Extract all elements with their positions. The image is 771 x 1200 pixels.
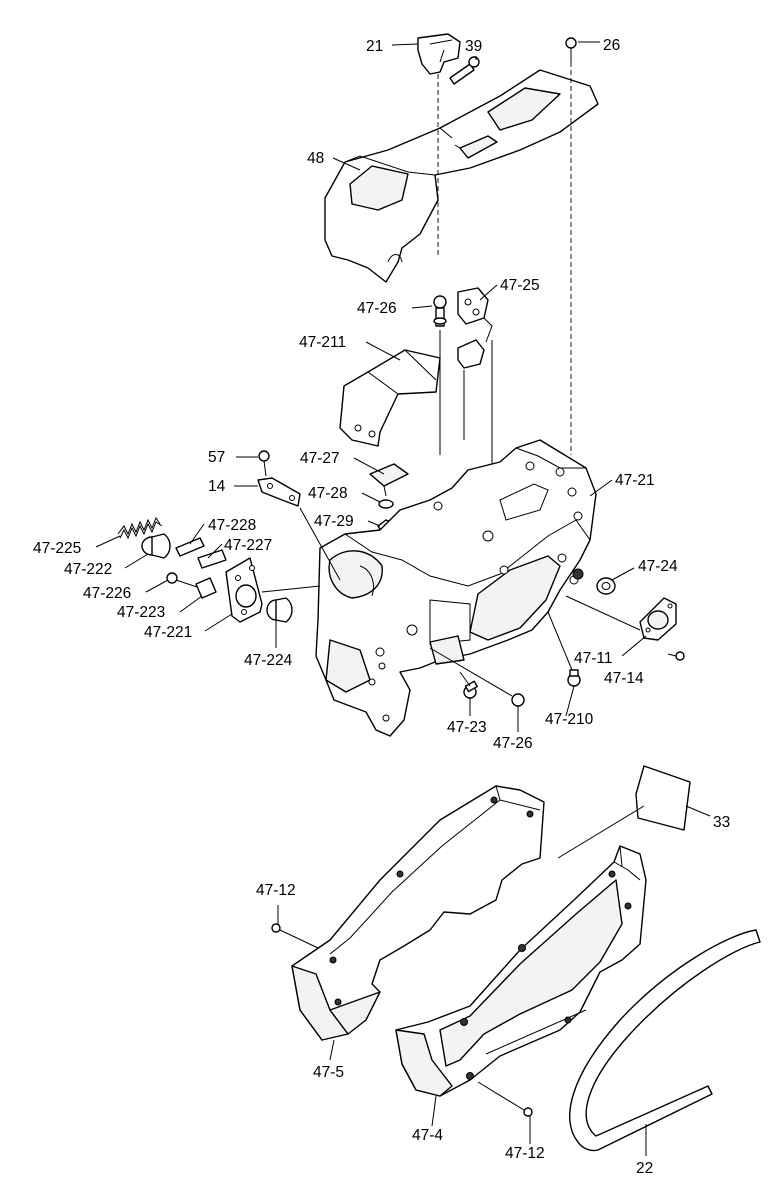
label-47-223: 47-223 [117, 604, 165, 621]
leader-lines [95, 41, 711, 1156]
part-47-4-side-panel [395, 845, 647, 1097]
part-47-23-bolt [459, 671, 478, 699]
label-33: 33 [713, 814, 730, 831]
label-47-26: 47-26 [357, 300, 397, 317]
label-47-14: 47-14 [604, 670, 644, 687]
label-47-29: 47-29 [314, 513, 354, 530]
label-47-24: 47-24 [638, 558, 678, 575]
part-48-console-cover [324, 69, 599, 283]
part-39-screw [449, 56, 480, 85]
label-47-211: 47-211 [299, 334, 346, 351]
part-47-11-cap [639, 597, 677, 641]
part-57-screw [258, 450, 270, 477]
part-47-28-washer [378, 499, 394, 509]
label-48: 48 [307, 150, 324, 167]
label-47-21: 47-21 [615, 472, 655, 489]
part-47-27-pad [369, 463, 409, 497]
part-47-14-screw [667, 651, 685, 661]
label-47-224: 47-224 [244, 652, 293, 669]
part-47-227-clip [197, 549, 227, 569]
label-47-5: 47-5 [313, 1064, 344, 1081]
part-47-228-pin [175, 537, 205, 557]
part-47-223-collar [195, 577, 217, 599]
label-47-227: 47-227 [224, 537, 272, 554]
part-47-226-bolt [166, 572, 201, 589]
part-47-12-screw-upper [271, 923, 319, 949]
part-47-221-plate [225, 557, 263, 623]
label-14: 14 [208, 478, 226, 495]
label-47-28: 47-28 [308, 485, 348, 502]
label-57: 57 [208, 449, 225, 466]
label-22: 22 [636, 1160, 653, 1177]
label-47-226: 47-226 [83, 585, 131, 602]
label-47-12: 47-12 [505, 1145, 545, 1162]
part-14-plate [257, 477, 301, 507]
part-47-224-roller [266, 597, 293, 623]
part-47-24-grommet [596, 577, 616, 595]
label-47-26: 47-26 [493, 735, 533, 752]
part-33-sheet [557, 765, 691, 859]
part-47-26-bolt-upper [433, 295, 447, 327]
part-47-222-bushing [141, 533, 171, 559]
label-47-11: 47-11 [574, 650, 613, 667]
part-labels: 21 39 26 48 47-25 47-26 47-211 57 47-27 … [33, 37, 730, 1177]
part-47-21-main-frame [315, 439, 597, 737]
part-47-26-bolt-lower [429, 647, 525, 707]
label-21: 21 [366, 38, 383, 55]
label-47-221: 47-221 [144, 624, 192, 641]
part-47-211-bracket [339, 349, 441, 447]
label-47-4: 47-4 [412, 1127, 443, 1144]
label-47-23: 47-23 [447, 719, 487, 736]
label-26: 26 [603, 37, 620, 54]
part-21-knob [417, 33, 461, 75]
label-47-12: 47-12 [256, 882, 296, 899]
label-47-25: 47-25 [500, 277, 540, 294]
label-47-222: 47-222 [64, 561, 112, 578]
part-47-12-screw-lower [477, 1081, 533, 1117]
label-47-225: 47-225 [33, 540, 81, 557]
part-22-trim-strip [568, 929, 761, 1152]
label-47-228: 47-228 [208, 517, 256, 534]
part-47-5-side-panel [291, 785, 545, 1041]
part-47-25-latch [457, 287, 493, 369]
part-47-210-bolt [547, 611, 581, 687]
label-39: 39 [465, 38, 482, 55]
label-47-27: 47-27 [300, 450, 340, 467]
part-26-screw [565, 37, 577, 62]
part-47-225-spring [117, 516, 163, 540]
label-47-210: 47-210 [545, 711, 594, 728]
